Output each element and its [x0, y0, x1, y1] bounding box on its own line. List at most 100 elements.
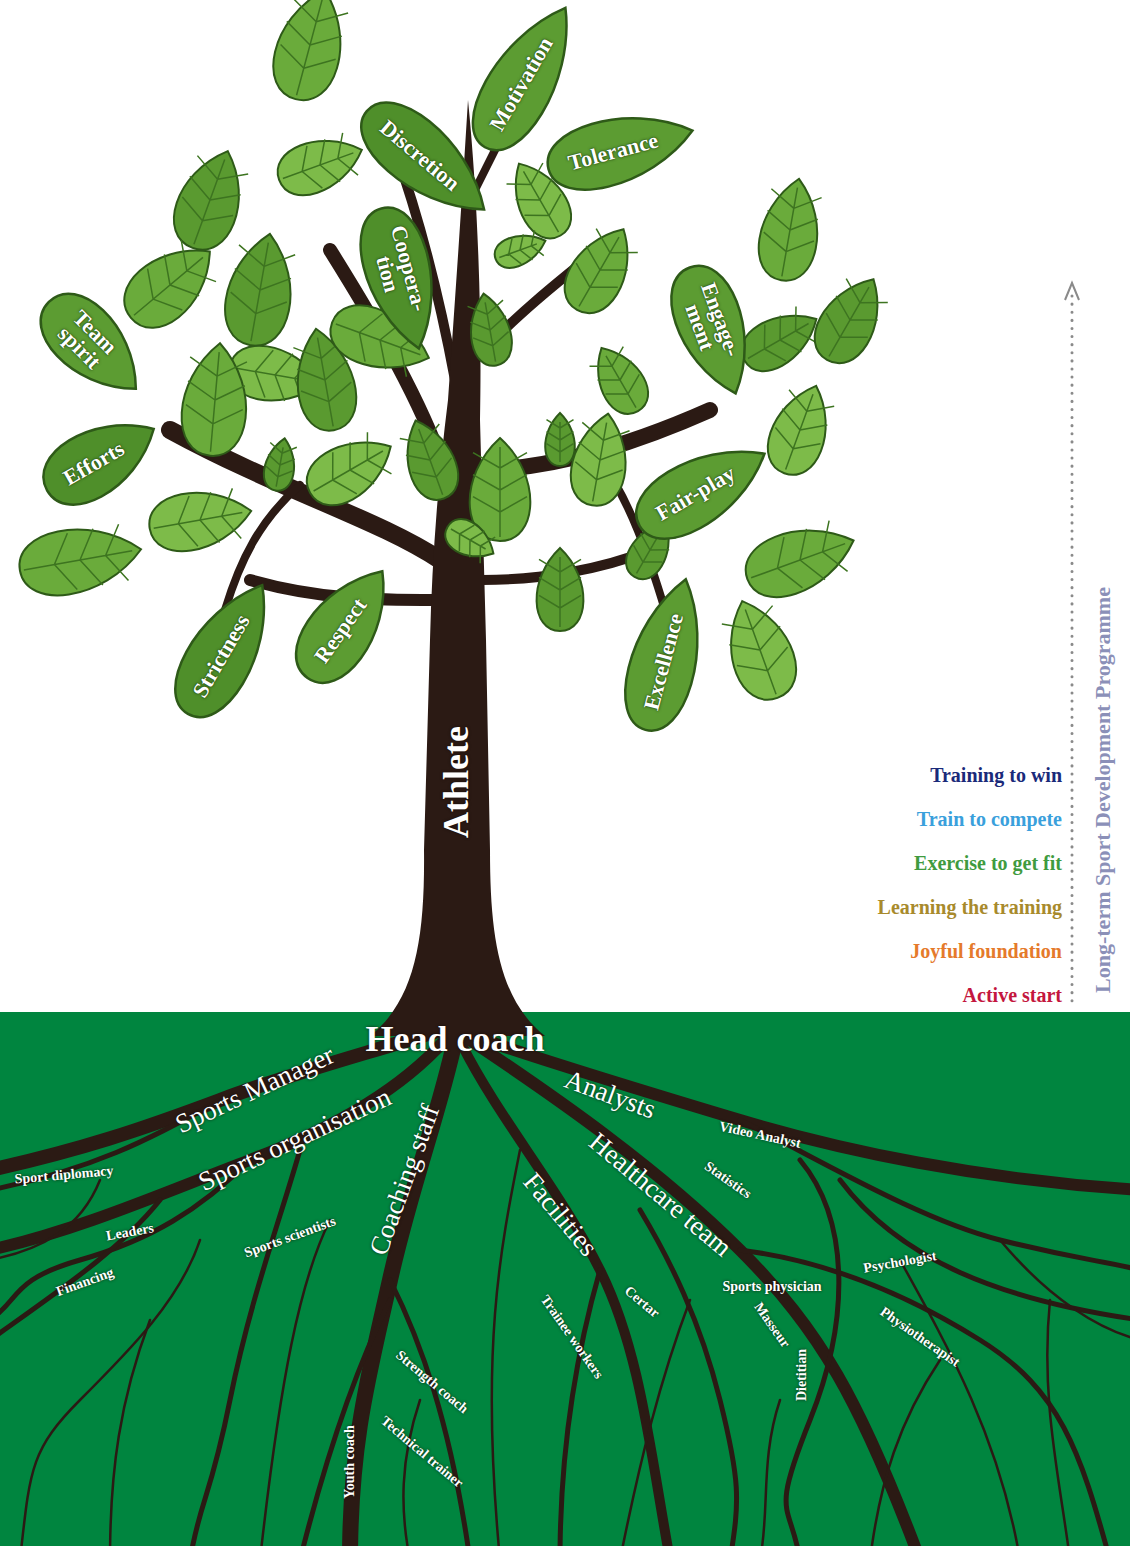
root-label: Psychologist [862, 1248, 937, 1276]
root-label: Leaders [105, 1220, 155, 1244]
trunk-label: Athlete [437, 726, 477, 838]
leaf-veins [589, 346, 653, 417]
root [870, 1360, 940, 1546]
leaf [537, 548, 584, 631]
leaf-node: Engage- ment [643, 247, 781, 412]
leaf-blade [31, 401, 170, 519]
root-label: Certar [622, 1283, 663, 1321]
root [470, 1040, 920, 1546]
axis-label: Long-term Sport Development Programme [1091, 587, 1115, 993]
root-label: Head coach [366, 1020, 545, 1060]
leaf-blade [554, 216, 647, 323]
leaf-blade [160, 569, 290, 730]
leaf-veins [757, 183, 823, 280]
leaf-veins [569, 418, 630, 505]
root [300, 1300, 390, 1546]
leaf [297, 423, 404, 516]
leaf-blade [464, 290, 516, 369]
root [492, 1150, 520, 1546]
leaf-veins [467, 299, 513, 364]
leaf-veins [182, 350, 247, 455]
root [260, 1220, 330, 1546]
leaf-blade [753, 174, 827, 285]
leaf [464, 290, 516, 369]
root-label: Facilities [517, 1168, 603, 1263]
leaf-veins [808, 275, 890, 368]
root-label: Strength coach [393, 1347, 472, 1416]
leaf [545, 413, 575, 466]
leaf-blade [14, 518, 146, 603]
leaf-veins [399, 422, 462, 502]
root [640, 1210, 737, 1546]
root [760, 1400, 780, 1546]
leaf-blade [297, 423, 404, 516]
leaf-veins [149, 487, 246, 553]
leaf [394, 413, 466, 507]
leaf [164, 141, 256, 259]
leaf-veins [169, 150, 251, 253]
leaf-blade [804, 266, 897, 373]
root [786, 1160, 839, 1546]
leaf-veins [737, 305, 819, 376]
leaf [14, 518, 146, 603]
leaf-blade [111, 228, 229, 341]
root [0, 1200, 160, 1340]
leaf-veins [539, 557, 581, 627]
leaf-node: Strictness [145, 559, 306, 742]
leaf-blade [737, 512, 864, 608]
leaf-veins [720, 600, 802, 703]
stage-label: Active start [963, 984, 1062, 1006]
leaf-blade [219, 228, 302, 350]
leaf-blade [164, 141, 256, 259]
leaf-blade [265, 0, 356, 107]
leaf [804, 266, 897, 373]
root-label: Sports physician [722, 1279, 821, 1294]
root [20, 1240, 200, 1546]
leaf-node: Fair-play [613, 411, 792, 570]
leaf [753, 174, 827, 285]
root [560, 1270, 600, 1546]
leaf-veins [547, 420, 574, 462]
leaf-blade [271, 126, 371, 203]
leaf-blade [566, 409, 635, 510]
leaf [759, 377, 841, 483]
leaf-blade [26, 279, 159, 412]
root-label: Sport diplomacy [14, 1163, 114, 1187]
root-label: Financing [54, 1265, 116, 1300]
root [190, 1150, 300, 1546]
leaf-blade [145, 483, 256, 557]
root [1047, 1300, 1070, 1546]
leaf-veins [473, 447, 527, 537]
root-label: Physiotherapist [877, 1304, 962, 1370]
root-label: Dietitian [794, 1349, 809, 1401]
leaf [111, 228, 229, 341]
leaf-blade [178, 340, 252, 458]
leaf [219, 228, 302, 350]
leaf-blade [350, 200, 450, 357]
leaf-blade [537, 548, 584, 631]
leaf [178, 340, 252, 458]
leaf-node: Efforts [20, 386, 181, 534]
leaf-node: Respect [266, 541, 423, 709]
leaf-node: Tolerance [532, 83, 708, 216]
leaf [554, 216, 647, 323]
leaf-node: Excellence [598, 564, 733, 746]
leaf-blade [491, 227, 551, 273]
stage-label: Training to win [930, 764, 1062, 786]
stage-label: Train to compete [917, 808, 1062, 830]
leaf-blade [545, 413, 575, 466]
leaf-blade [624, 426, 781, 554]
root-label: Youth coach [342, 1425, 357, 1499]
leaf-blade [394, 413, 466, 507]
leaf-veins [275, 132, 361, 200]
leaf-veins [19, 523, 137, 598]
stage-label: Joyful foundation [910, 940, 1062, 962]
root-label: Healthcare team [583, 1127, 737, 1263]
leaf-veins [763, 386, 835, 478]
leaf [265, 0, 356, 107]
stage-label: Learning the training [878, 896, 1062, 918]
leaf [271, 126, 371, 203]
root-label: Trainee workers [538, 1292, 607, 1381]
leaf [737, 512, 864, 608]
leaf-veins [223, 238, 296, 346]
